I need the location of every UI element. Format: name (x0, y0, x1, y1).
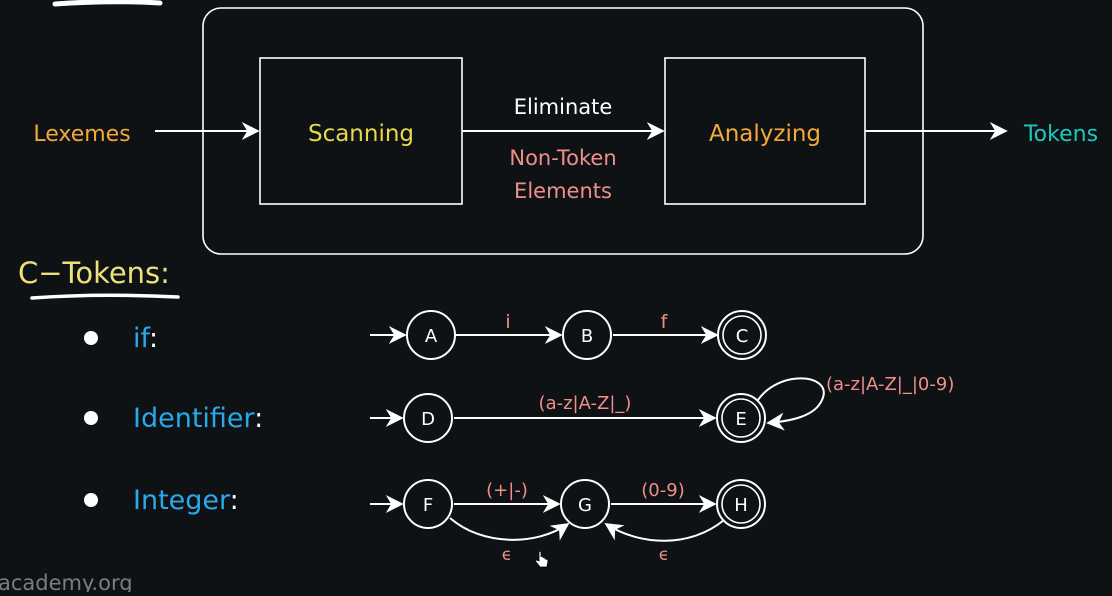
state-a: A (406, 310, 456, 360)
token-identifier-line: Identifier: (133, 403, 263, 434)
elements-label: Elements (514, 179, 612, 203)
token-if-colon: : (149, 323, 158, 354)
mouse-pointer-icon (535, 550, 549, 568)
state-f-label: F (423, 495, 433, 516)
state-h-accepting: H (716, 479, 766, 529)
eliminate-label: Eliminate (514, 95, 613, 119)
integer-epsilon-label-2: ϵ (659, 545, 669, 565)
watermark-text: academy.org (0, 571, 133, 592)
analyzing-label: Analyzing (709, 121, 821, 147)
if-edge-label-f: f (661, 311, 669, 333)
state-d: D (403, 393, 453, 443)
top-underline-fragment (52, 0, 163, 7)
token-identifier-colon: : (254, 403, 263, 434)
state-d-label: D (421, 409, 435, 430)
token-if-line: if: (133, 323, 158, 354)
state-g: G (560, 479, 610, 529)
integer-epsilon-label-1: ϵ (502, 545, 512, 565)
state-c-label: C (736, 326, 749, 347)
state-h-label: H (734, 495, 748, 516)
integer-epsilon-f-g (449, 517, 570, 541)
c-tokens-underline (30, 293, 180, 300)
token-identifier-name: Identifier (133, 403, 256, 434)
bullet-if (84, 331, 98, 345)
state-a-label: A (425, 326, 438, 347)
c-tokens-title: C−Tokens: (18, 256, 170, 290)
token-if-name: if (133, 323, 152, 354)
non-token-label: Non-Token (509, 146, 616, 170)
identifier-self-loop (753, 377, 825, 431)
state-c-accepting: C (717, 310, 767, 360)
state-e-label: E (735, 409, 746, 430)
identifier-loop-label: (a-z|A-Z|_|0-9) (826, 374, 954, 395)
identifier-edge-label: (a-z|A-Z|_) (539, 393, 632, 414)
token-integer-name: Integer (133, 485, 231, 516)
token-integer-colon: : (230, 485, 239, 516)
integer-edge-label-digits: (0-9) (641, 480, 684, 501)
state-g-label: G (578, 495, 592, 516)
lexemes-label: Lexemes (33, 122, 130, 147)
integer-edge-label-sign: (+|-) (486, 480, 528, 501)
integer-epsilon-h-g (604, 519, 725, 542)
state-b-label: B (581, 326, 593, 347)
bullet-identifier (84, 411, 98, 425)
if-edge-label-i: i (505, 311, 510, 333)
token-integer-line: Integer: (133, 485, 239, 516)
state-b: B (562, 310, 612, 360)
bullet-integer (84, 493, 98, 507)
scanning-label: Scanning (308, 121, 414, 147)
tokens-label: Tokens (1023, 122, 1098, 147)
state-e-accepting: E (716, 393, 766, 443)
state-f: F (403, 479, 453, 529)
